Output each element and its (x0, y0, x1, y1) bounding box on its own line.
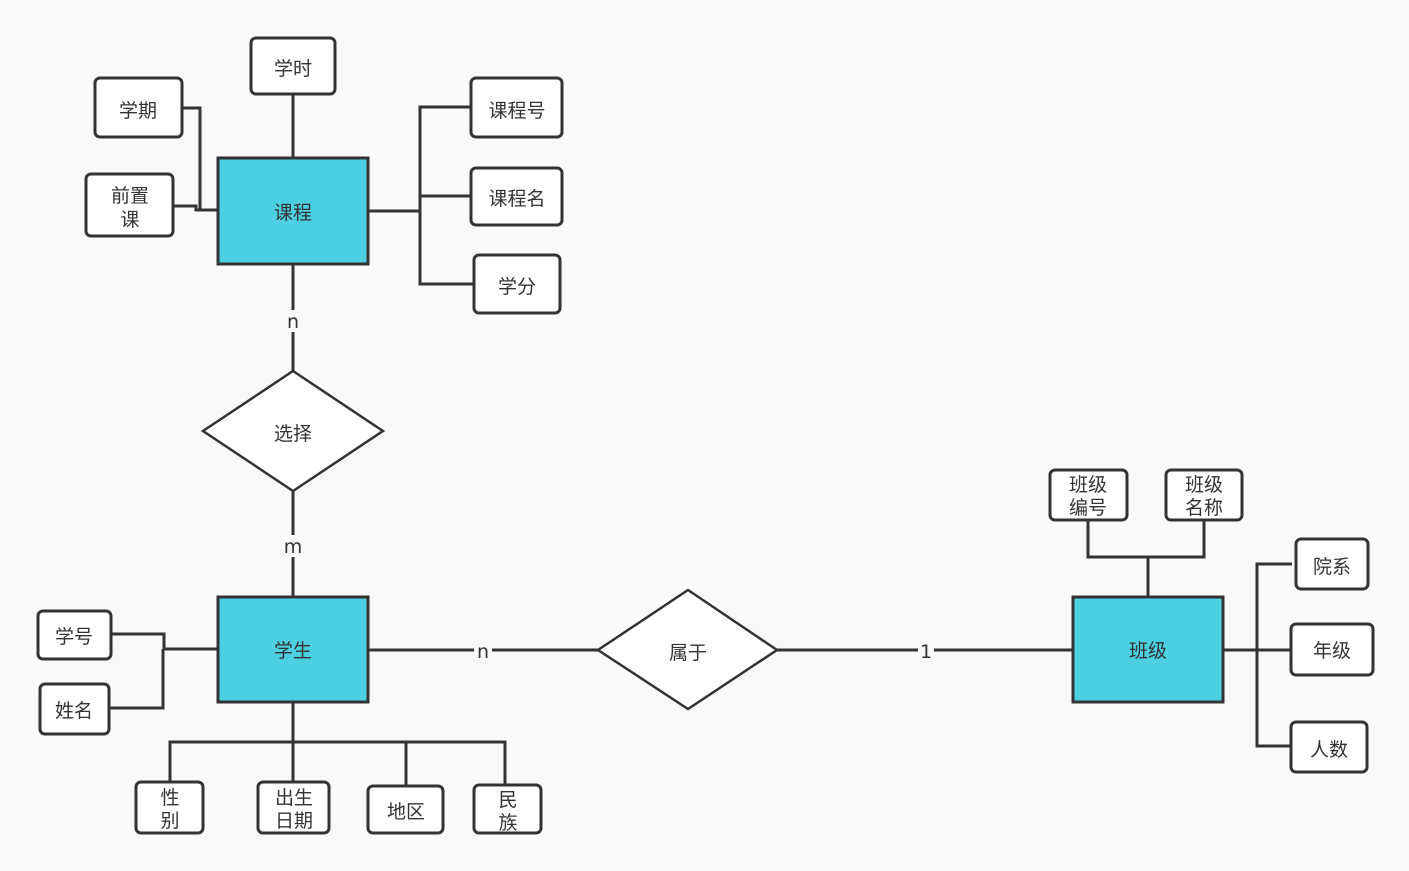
attr-course-prereq-line1: 前置 (111, 185, 149, 207)
connector-student-gender (168, 740, 507, 785)
connector-class-top-bracket (1086, 520, 1206, 559)
attr-student-ethnicity[interactable]: 民 族 (472, 783, 543, 835)
attr-student-birth-line1: 出生 (275, 787, 313, 809)
entity-student[interactable]: 学生 (216, 595, 370, 704)
attr-class-name[interactable]: 班级 名称 (1164, 468, 1244, 522)
attr-course-name-label: 课程名 (488, 188, 545, 210)
relationship-select-label: 选择 (274, 423, 312, 445)
entity-student-label: 学生 (274, 640, 312, 662)
entity-class-label: 班级 (1129, 640, 1167, 662)
attr-class-no-line1: 班级 (1069, 474, 1107, 496)
attr-student-name[interactable]: 姓名 (38, 682, 111, 736)
attr-class-department[interactable]: 院系 (1294, 537, 1370, 591)
attr-course-term[interactable]: 学期 (93, 76, 184, 139)
cardinality-student-belong: n (477, 641, 489, 663)
cardinality-class-belong: 1 (920, 641, 932, 663)
attr-class-count[interactable]: 人数 (1289, 720, 1369, 774)
connector-student-name (109, 649, 165, 710)
connector-course-prereq (173, 204, 218, 212)
attr-student-birth[interactable]: 出生 日期 (256, 780, 331, 835)
entity-course-label: 课程 (274, 202, 312, 224)
attr-course-hours-label: 学时 (274, 58, 312, 80)
relationship-select[interactable]: 选择 (200, 369, 386, 493)
attr-course-prereq-line2: 课 (120, 209, 139, 231)
attr-class-grade-label: 年级 (1313, 640, 1351, 662)
attr-class-no[interactable]: 班级 编号 (1048, 468, 1129, 522)
relationship-belong-label: 属于 (669, 642, 707, 664)
attr-student-gender-line1: 性 (160, 787, 179, 809)
attr-class-no-line2: 编号 (1069, 497, 1107, 519)
attr-student-name-label: 姓名 (55, 700, 93, 722)
attr-student-ethnicity-line2: 族 (498, 812, 517, 834)
attr-class-grade[interactable]: 年级 (1289, 622, 1375, 677)
connector-student-no (111, 632, 218, 651)
attr-student-gender[interactable]: 性 别 (134, 780, 205, 835)
attr-student-ethnicity-line1: 民 (498, 789, 517, 811)
attr-student-gender-line2: 别 (160, 810, 179, 832)
attr-course-prereq[interactable]: 前置 课 (84, 172, 175, 238)
attr-course-name[interactable]: 课程名 (469, 166, 564, 227)
attr-class-name-line1: 班级 (1185, 474, 1223, 496)
cardinality-student-select: m (284, 536, 303, 558)
attr-student-no-label: 学号 (55, 626, 93, 648)
attr-class-name-line2: 名称 (1185, 497, 1223, 519)
connector-class-right-bracket (1255, 562, 1292, 748)
attr-course-credit-label: 学分 (498, 276, 536, 298)
cardinality-course-select: n (287, 311, 299, 333)
cardinalities: n m n 1 (283, 310, 934, 663)
attr-course-hours[interactable]: 学时 (249, 36, 337, 96)
attr-student-region-label: 地区 (387, 801, 425, 823)
attr-student-birth-line2: 日期 (275, 810, 313, 832)
connectors (109, 94, 1292, 786)
relationship-belong[interactable]: 属于 (595, 588, 780, 711)
attr-class-department-label: 院系 (1313, 556, 1351, 578)
attr-student-region[interactable]: 地区 (366, 784, 445, 835)
attr-course-no[interactable]: 课程号 (469, 76, 564, 139)
connector-course-term (182, 106, 218, 212)
attr-course-credit[interactable]: 学分 (472, 253, 562, 315)
attr-course-term-label: 学期 (119, 100, 157, 122)
entity-class[interactable]: 班级 (1071, 595, 1225, 704)
attr-class-count-label: 人数 (1310, 739, 1348, 761)
entity-course[interactable]: 课程 (216, 156, 370, 266)
attr-course-no-label: 课程号 (488, 100, 545, 122)
attr-student-no[interactable]: 学号 (36, 609, 113, 661)
